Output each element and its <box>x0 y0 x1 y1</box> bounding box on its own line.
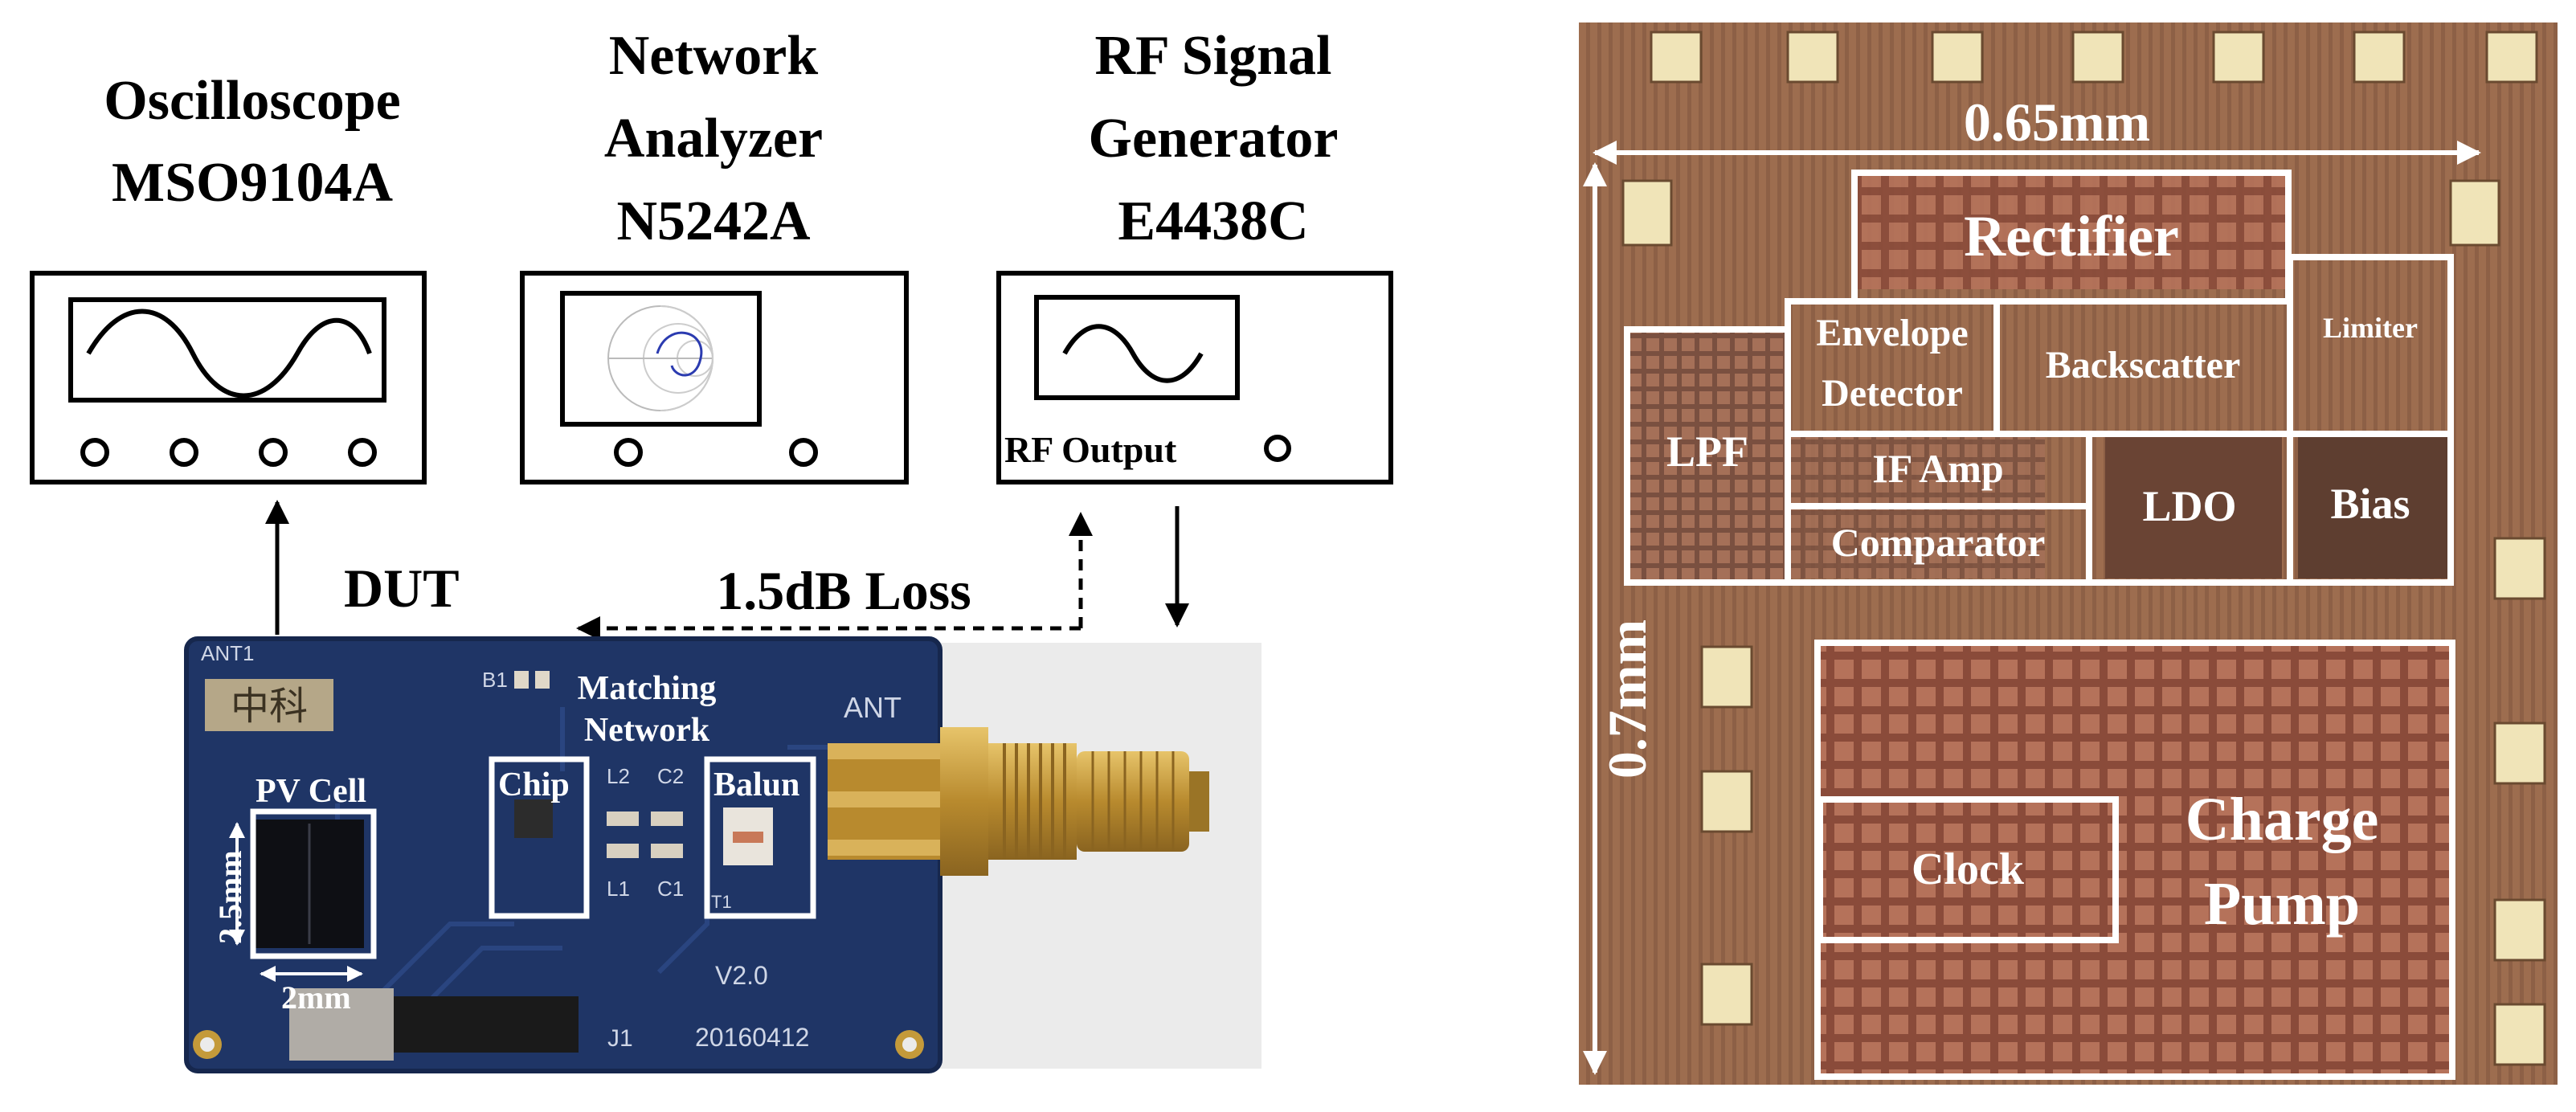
network-analyzer-instrument <box>520 271 909 484</box>
silk-date: 20160412 <box>695 1023 809 1052</box>
pv-width-label: 2mm <box>281 979 351 1016</box>
silk-c2: C2 <box>657 764 684 788</box>
silk-ant: ANT <box>844 691 902 724</box>
if-amp-label: IF Amp <box>1872 446 2003 491</box>
rf-output-label: RF Output <box>1004 429 1177 470</box>
signal-generator-instrument <box>996 271 1393 484</box>
silk-version: V2.0 <box>715 961 768 990</box>
network-analyzer-title-2: Analyzer <box>604 108 823 170</box>
pv-cell-box <box>250 808 377 959</box>
signal-generator-title-1: RF Signal <box>1095 25 1332 87</box>
chip-label: Chip <box>498 767 570 803</box>
backscatter-label: Backscatter <box>2046 344 2241 386</box>
silk-l1: L1 <box>607 877 630 901</box>
dut-board: 中科 ANT1 B1 ANT L2 C2 L1 C1 T1 J1 V2.0 20… <box>184 636 1261 1073</box>
balun-label: Balun <box>714 767 799 803</box>
silk-c1: C1 <box>657 877 684 901</box>
signal-generator-model: E4438C <box>1118 190 1308 252</box>
limiter-label: Limiter <box>2323 312 2418 344</box>
smith-chart-icon <box>607 305 714 411</box>
loss-label: 1.5dB Loss <box>716 560 971 621</box>
envelope-label-2: Detector <box>1822 372 1963 415</box>
oscilloscope-instrument <box>30 271 427 484</box>
ldo-label: LDO <box>2142 482 2236 530</box>
matching-network-label-2: Network <box>584 712 710 749</box>
silk-j1: J1 <box>607 1025 633 1052</box>
silk-l2: L2 <box>607 764 630 788</box>
logo-plate <box>205 679 333 731</box>
network-analyzer-title-1: Network <box>609 25 819 87</box>
block-outlines <box>1624 170 2455 1080</box>
knob-icon <box>614 438 643 467</box>
silk-b1: B1 <box>482 668 508 692</box>
balun-box <box>704 756 816 919</box>
knob-icon <box>348 438 377 467</box>
knob-icon <box>80 438 109 467</box>
knob-icon <box>789 438 818 467</box>
chip-micrograph <box>1579 22 2558 1085</box>
rectifier-label: Rectifier <box>1964 204 2179 268</box>
clock-label: Clock <box>1912 844 2025 894</box>
knob-icon <box>259 438 288 467</box>
die-height-label: 0.7mm <box>1597 619 1658 779</box>
oscilloscope-title: Oscilloscope <box>104 70 400 132</box>
silk-ant1: ANT1 <box>201 641 254 665</box>
bias-box <box>2287 431 2454 586</box>
die-width-label: 0.65mm <box>1964 92 2150 153</box>
silk-t1: T1 <box>711 892 732 912</box>
bias-label: Bias <box>2330 480 2410 528</box>
j1-header <box>394 996 579 1053</box>
chip-box <box>489 756 590 919</box>
silk-chinese-logo: 中科 <box>231 685 308 728</box>
pv-cell-label: PV Cell <box>256 773 366 810</box>
bond-pads-top <box>1650 31 2538 84</box>
oscilloscope-model: MSO9104A <box>112 152 393 214</box>
clock-box <box>1817 796 2119 943</box>
sine-wave-icon <box>1062 324 1204 383</box>
sine-wave-icon <box>86 309 372 399</box>
sma-connector <box>828 727 1209 876</box>
charge-pump-label-1: Charge <box>2186 786 2379 853</box>
knob-icon <box>170 438 198 467</box>
lpf-label: LPF <box>1666 427 1748 476</box>
comparator-label: Comparator <box>1831 520 2046 565</box>
matching-network-label-1: Matching <box>578 670 717 707</box>
rf-output-port-icon <box>1264 435 1291 462</box>
charge-pump-label-2: Pump <box>2204 870 2360 938</box>
dut-label: DUT <box>344 558 460 619</box>
signal-generator-title-2: Generator <box>1089 108 1339 170</box>
chip-package <box>514 799 553 838</box>
network-analyzer-model: N5242A <box>616 190 811 252</box>
bond-pads-sides <box>1621 179 2546 1066</box>
envelope-label-1: Envelope <box>1816 312 1968 354</box>
pv-height-label: 2.5mm <box>212 850 248 944</box>
